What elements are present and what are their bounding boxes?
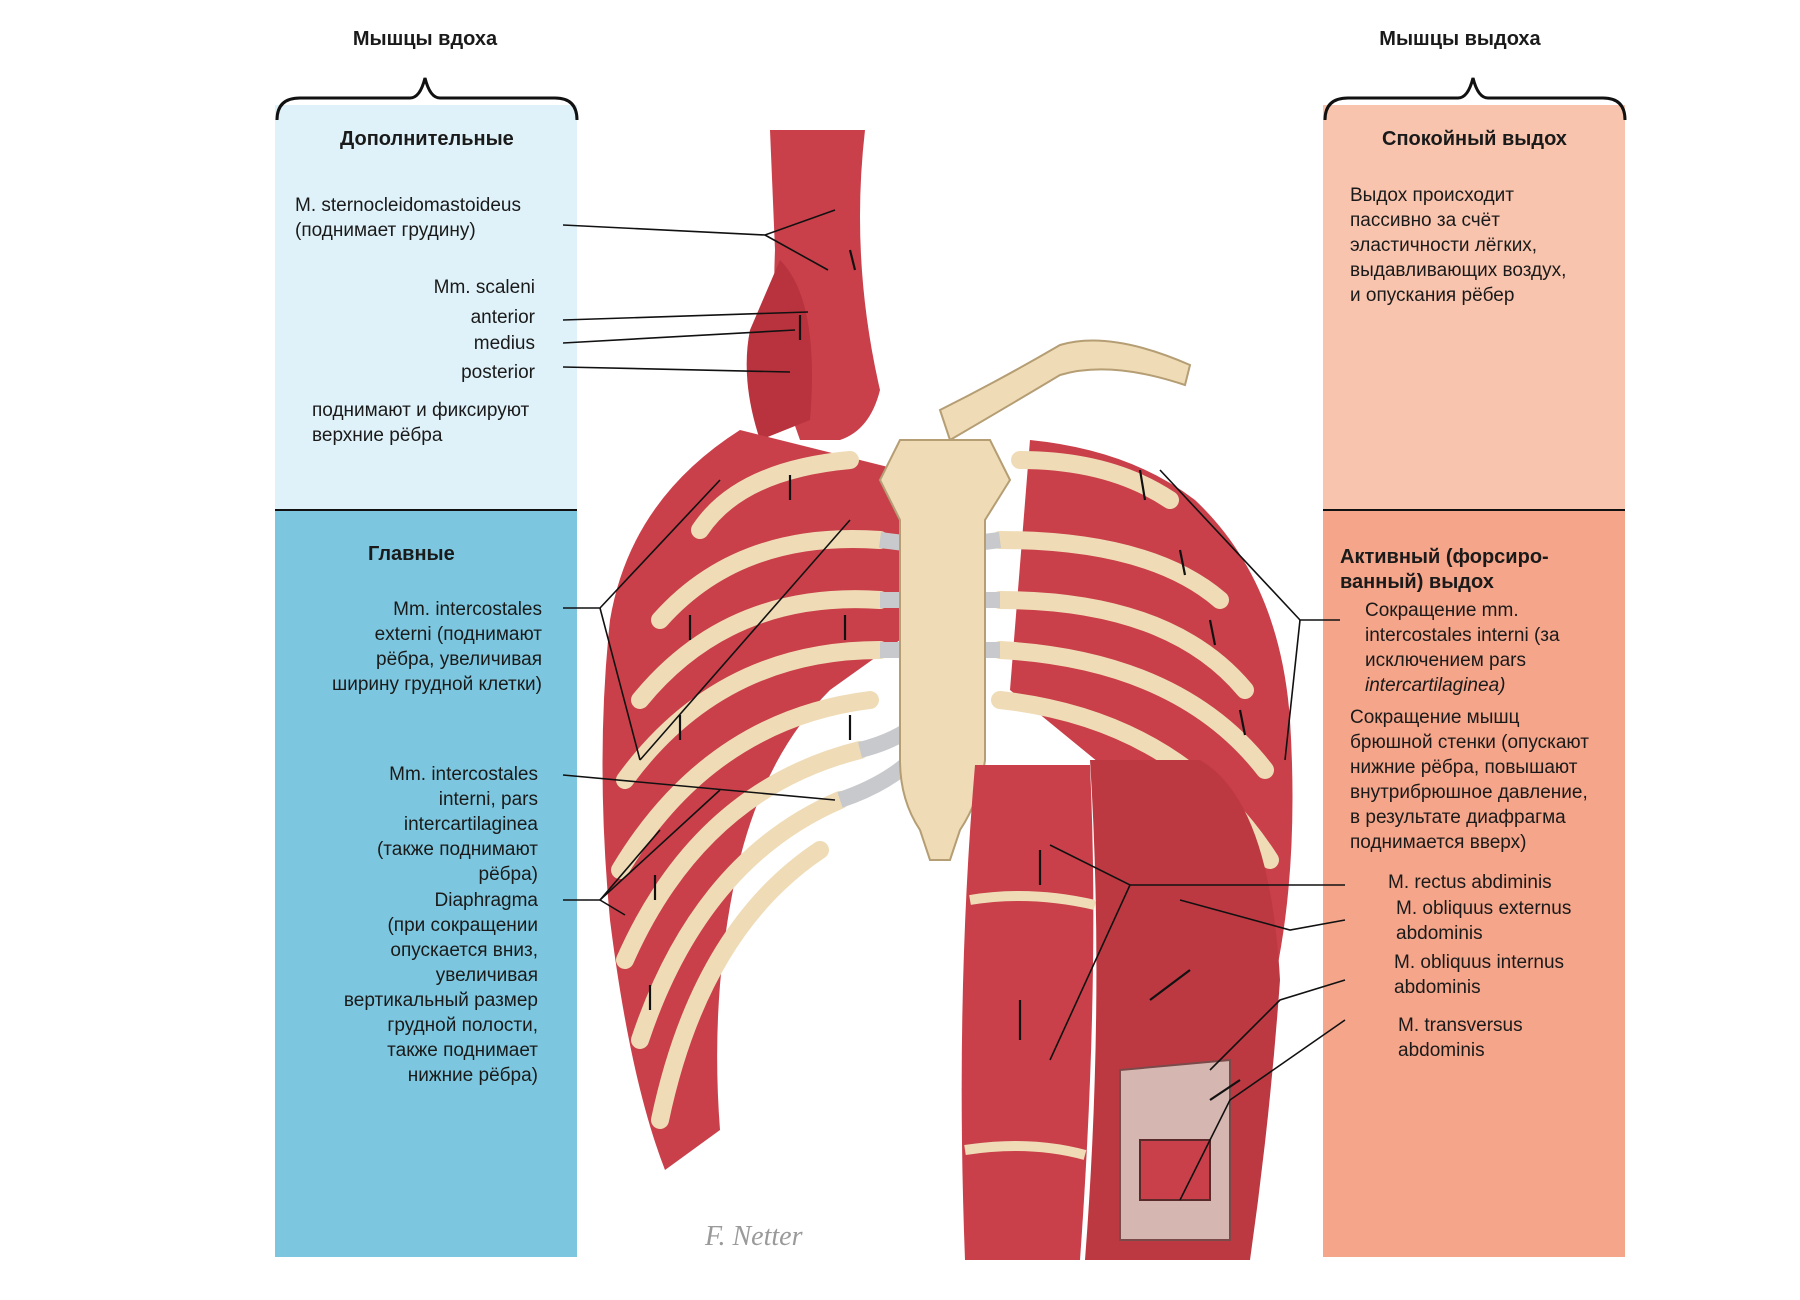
clavicle — [938, 339, 1192, 442]
internal-oblique-label: M. obliquus internus abdominis — [1394, 952, 1565, 998]
sternum — [878, 439, 1012, 861]
scaleni-note: поднимают и фиксируют верхние рёбра — [312, 400, 530, 446]
scalene-muscle — [746, 260, 812, 440]
inhale-header: Мышцы вдоха — [352, 28, 498, 50]
int-intercostal-label: Mm. intercostales interni, pars intercar… — [376, 764, 538, 885]
transversus-label: M. transversus abdominis — [1398, 1015, 1523, 1061]
main-inhale-panel — [275, 510, 577, 1257]
active-exhale-title: Активный (форсиро- ванный) выдох — [1340, 546, 1549, 593]
active-int-italic: intercartilaginea) — [1365, 675, 1506, 696]
rectus-abdominis — [961, 765, 1094, 1260]
accessory-title: Дополнительные — [340, 128, 514, 150]
scm-label: M. sternocleidomastoideus (поднимает гру… — [295, 195, 521, 241]
active-exhale-panel — [1323, 510, 1625, 1257]
quiet-exhale-text: Выдох происходит пассивно за счёт эласти… — [1350, 185, 1567, 306]
scaleni-posterior-label: posterior — [461, 362, 535, 383]
diaphragm-label: Diaphragma (при сокращении опускается вн… — [343, 890, 538, 1086]
quiet-exhale-title: Спокойный выдох — [1382, 128, 1567, 150]
main-inhale-title: Главные — [368, 543, 455, 565]
rectus-label: M. rectus abdiminis — [1388, 872, 1552, 893]
scaleni-label: Mm. scaleni — [433, 277, 535, 298]
scaleni-medius-label: medius — [473, 333, 535, 354]
exhale-header: Мышцы выдоха — [1379, 28, 1541, 50]
inhale-brace — [275, 77, 579, 121]
ext-intercostal-label: Mm. intercostales externi (поднимают рёб… — [331, 599, 542, 695]
artist-signature: F. Netter — [704, 1221, 803, 1252]
external-oblique-label: M. obliquus externus abdominis — [1396, 898, 1572, 944]
abdominal-wall-text: Сокращение мышц брюшной стенки (опускают… — [1350, 707, 1589, 853]
accessory-panel — [275, 105, 577, 510]
exhale-brace — [1323, 77, 1627, 121]
scaleni-anterior-label: anterior — [470, 307, 535, 328]
quiet-exhale-panel — [1323, 105, 1625, 510]
active-int-text: Сокращение mm. intercostales interni (за… — [1365, 600, 1560, 671]
